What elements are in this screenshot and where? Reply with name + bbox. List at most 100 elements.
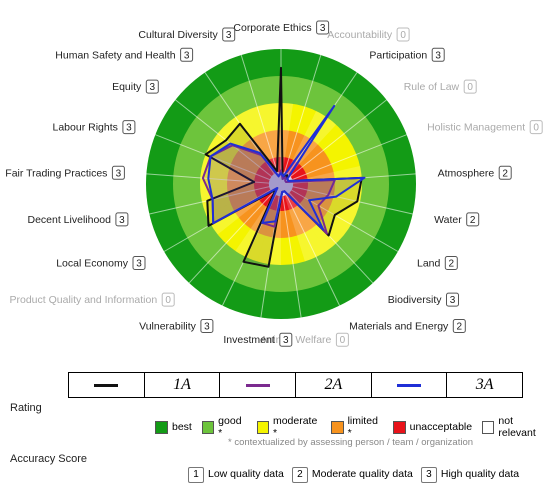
score-badge — [111, 165, 125, 180]
score-value: 3 — [116, 168, 122, 179]
wedge-overlay — [200, 184, 281, 214]
axis-label: Participation — [369, 49, 427, 61]
rating-unacceptable: unacceptable — [392, 420, 473, 434]
accuracy-label: Moderate quality data — [311, 468, 413, 480]
axis-label: Atmosphere — [438, 167, 495, 179]
rating-label: good * — [218, 415, 242, 439]
wedge-overlay — [268, 103, 294, 184]
score-badge — [529, 120, 543, 135]
score-value: 3 — [204, 322, 210, 333]
score-value: 2 — [457, 322, 463, 333]
score-value: 0 — [165, 295, 171, 306]
spoke — [146, 173, 282, 185]
rating-label: not relevant — [498, 415, 536, 439]
rating-limited: limited * — [331, 415, 382, 439]
score-value: 3 — [150, 82, 156, 93]
score-value: 3 — [226, 30, 232, 41]
rating-swatch — [331, 420, 344, 434]
axis-label: Fair Trading Practices — [5, 167, 107, 179]
axis-label: Product Quality and Information — [10, 294, 158, 306]
axis-label: Animal Welfare — [260, 334, 331, 346]
rating-title: Rating — [10, 402, 42, 414]
axis-label: Human Safety and Health — [55, 49, 175, 61]
spoke — [280, 54, 322, 185]
rating-label: limited * — [347, 415, 378, 439]
spoke — [149, 183, 282, 215]
rating-swatch — [392, 420, 406, 434]
score-value: 2 — [449, 259, 455, 270]
axis-label: Cultural Diversity — [138, 29, 218, 41]
axis-label: Water — [434, 214, 462, 226]
score-badge — [452, 319, 466, 333]
rating-moderate: moderate * — [256, 415, 322, 439]
series-legend: 1A 2A 3A — [68, 372, 523, 398]
wedge-overlay — [210, 124, 281, 184]
score-value: 3 — [126, 123, 132, 134]
rating-label: moderate * — [272, 415, 318, 439]
spoke — [280, 183, 302, 318]
spoke — [280, 134, 407, 185]
legend-swatch-2a — [219, 373, 295, 397]
score-value: 3 — [450, 295, 456, 306]
spoke — [280, 99, 387, 185]
wedge-overlay — [202, 143, 281, 184]
wedge-overlay — [281, 165, 362, 191]
rating-label: unacceptable — [409, 421, 473, 433]
accuracy-badge: 2 — [291, 467, 308, 483]
axis-label: Equity — [112, 81, 142, 93]
spoke — [280, 183, 341, 306]
axis-label: Accountability — [327, 29, 393, 41]
score-badge — [222, 27, 236, 42]
score-value: 3 — [119, 215, 125, 226]
rating-best: best — [155, 420, 192, 434]
score-badge — [145, 79, 159, 94]
axis-label: Materials and Energy — [349, 320, 449, 332]
score-value: 0 — [400, 30, 406, 41]
axis-label: Investment — [223, 334, 274, 346]
score-value: 3 — [136, 259, 142, 270]
score-badge — [161, 292, 175, 307]
score-value: 0 — [533, 123, 539, 134]
wedge-overlay — [199, 165, 281, 191]
accuracy-badge: 3 — [420, 467, 437, 483]
legend-swatch-3a — [370, 373, 447, 397]
score-value: 3 — [283, 335, 289, 346]
rating-swatch — [155, 420, 168, 434]
spoke — [188, 183, 282, 284]
legend-label-3a: 3A — [446, 373, 522, 397]
score-value: 0 — [467, 82, 473, 93]
score-value: 2 — [470, 215, 476, 226]
accuracy-badge: 1 — [188, 467, 204, 483]
rating-footnote: * contextualized by assessing person / t… — [228, 437, 474, 448]
rating-not-relevant: not relevant — [482, 415, 550, 439]
score-value: 3 — [320, 23, 326, 34]
axis-label: Land — [417, 258, 441, 270]
axis-label: Rule of Law — [404, 81, 460, 93]
axis-label: Biodiversity — [388, 294, 442, 306]
score-badge — [279, 332, 293, 347]
spoke — [280, 183, 399, 252]
axis-label: Corporate Ethics — [233, 22, 311, 34]
spoke — [240, 54, 282, 185]
spoke — [155, 134, 282, 185]
axis-label: Local Economy — [56, 258, 129, 270]
axis-label: Decent Livelihood — [28, 214, 112, 226]
axis-label: Vulnerability — [139, 320, 197, 332]
legend-swatch-1a — [69, 373, 144, 397]
score-badge — [316, 20, 330, 35]
score-badge — [446, 292, 459, 307]
rating-label: best — [172, 421, 192, 433]
accuracy-item-low: 1 Low quality data — [188, 467, 284, 483]
spoke — [175, 99, 282, 185]
score-value: 3 — [435, 50, 441, 61]
accuracy-label: Low quality data — [208, 468, 284, 480]
wedge-overlay — [281, 184, 327, 262]
score-badge — [396, 27, 410, 42]
legend-label-2a: 2A — [295, 373, 371, 397]
score-badge — [180, 47, 194, 62]
